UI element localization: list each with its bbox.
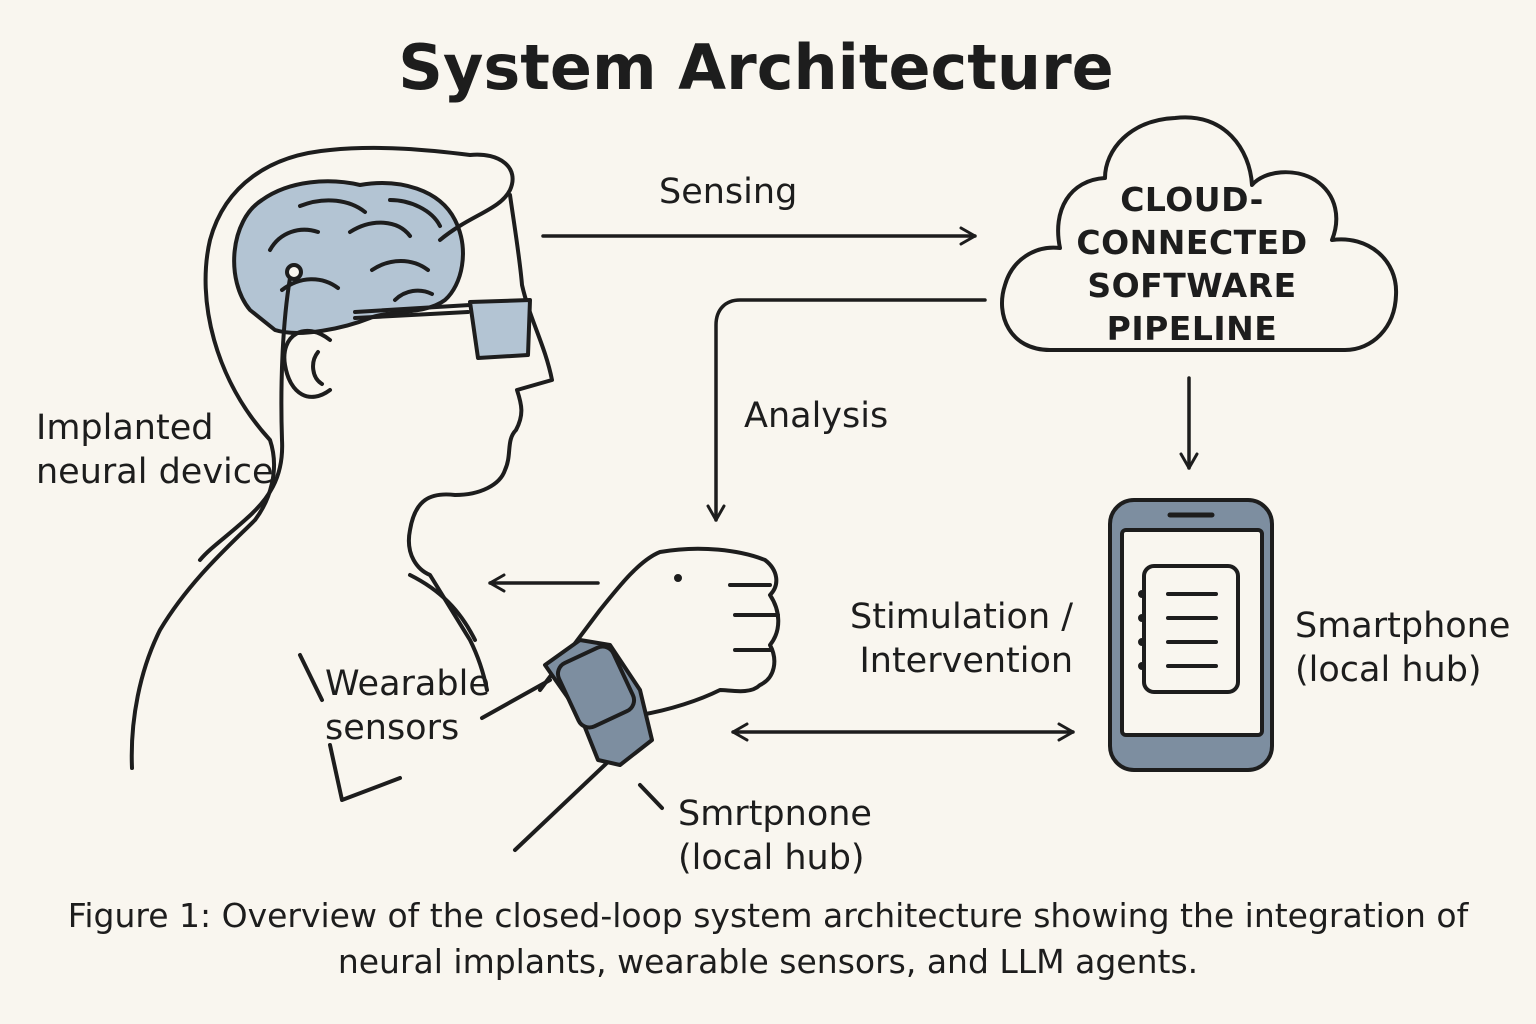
smartphone-label: Smartphone (local hub) [1295, 604, 1510, 692]
wearable-label-line: sensors [325, 708, 460, 748]
wearable-label: Wearable sensors [325, 662, 490, 750]
cloud-label: CLOUD- CONNECTED SOFTWARE PIPELINE [1042, 178, 1342, 350]
smartphone-label-secondary-line: Smrtpnone [678, 794, 872, 834]
figure-caption: Figure 1: Overview of the closed-loop sy… [40, 893, 1496, 985]
sensing-label: Sensing [659, 172, 798, 212]
analysis-label: Analysis [744, 396, 889, 436]
smartphone-label-line: Smartphone [1295, 606, 1511, 646]
cloud-label-line: CONNECTED [1076, 223, 1308, 262]
cloud-icon [1000, 115, 1399, 352]
ear-icon [282, 328, 332, 399]
smartphone-label-secondary: Smrtpnone (local hub) [678, 792, 872, 880]
stimulation-label-line: Stimulation / [850, 597, 1074, 637]
implant-label-line: neural device [36, 452, 274, 492]
cloud-label-line: SOFTWARE [1087, 266, 1297, 305]
person-illustration [129, 145, 554, 770]
implant-label-line: Implanted [36, 408, 214, 448]
stimulation-label-line: Intervention [859, 641, 1074, 681]
smartphone-label-secondary-line: (local hub) [678, 838, 865, 878]
cloud-label-line: CLOUD- [1120, 180, 1264, 219]
figure-caption-line: neural implants, wearable sensors, and L… [337, 942, 1199, 981]
stimulation-label: Stimulation / Intervention [850, 595, 1073, 683]
wearable-label-line: Wearable [325, 664, 490, 704]
wearable-face-icon [555, 644, 637, 730]
smartphone-icon [1108, 498, 1274, 772]
figure-caption-line: Figure 1: Overview of the closed-loop sy… [67, 896, 1469, 935]
analysis-arrow [706, 298, 987, 522]
implant-label: Implanted neural device [36, 406, 274, 494]
cloud-label-line: PIPELINE [1106, 309, 1278, 348]
wrist-with-wearable [298, 546, 781, 852]
glasses-icon [353, 298, 532, 360]
page-title: System Architecture [398, 31, 1114, 104]
smartphone-label-line: (local hub) [1295, 650, 1482, 690]
